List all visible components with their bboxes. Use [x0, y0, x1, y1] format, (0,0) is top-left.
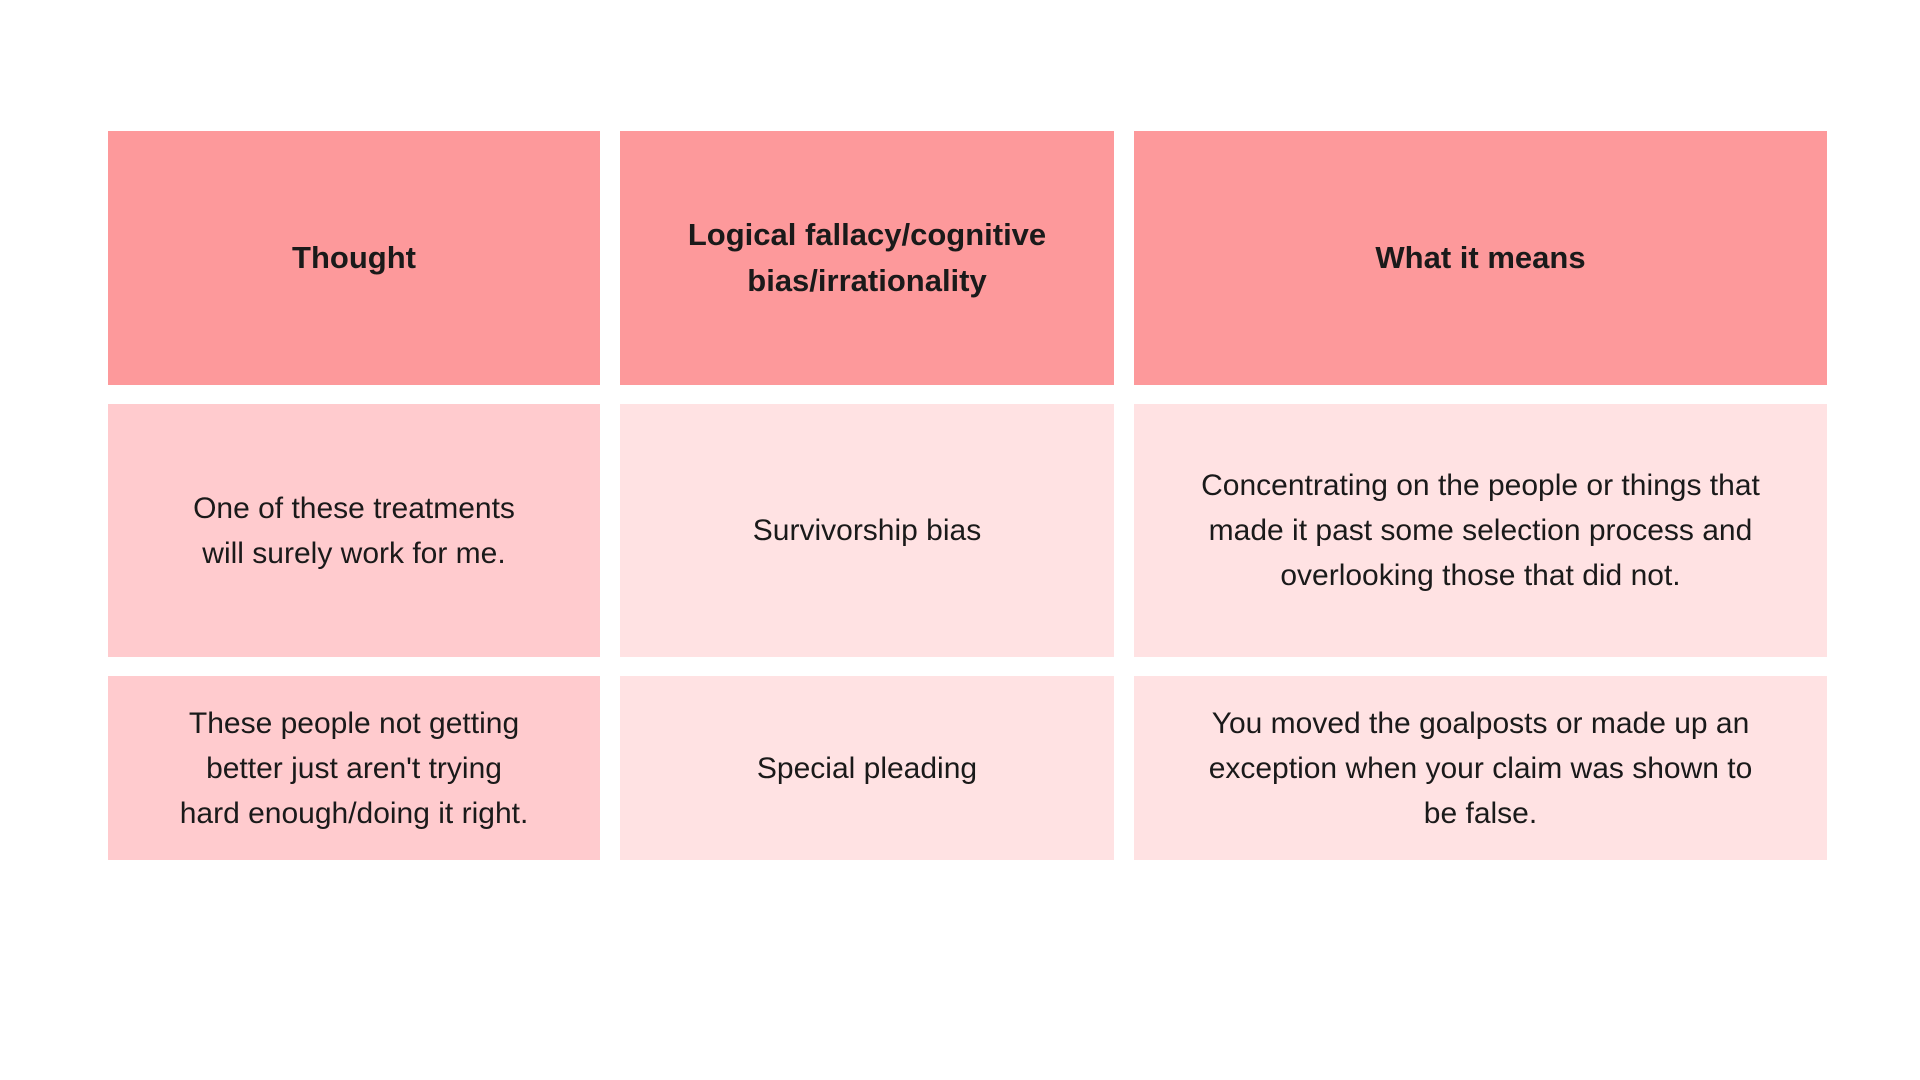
row2-meaning-cell: You moved the goalposts or made up an ex…	[1134, 676, 1827, 860]
row1-thought-text: One of these treatments will surely work…	[193, 491, 515, 570]
row2-fallacy-text: Special pleading	[756, 751, 978, 785]
header-cell-thought: Thought	[108, 131, 600, 385]
fallacy-table: Thought Logical fallacy/cognitive bias/i…	[108, 131, 1827, 860]
row2-thought-cell: These people not getting better just are…	[108, 676, 600, 860]
header-cell-meaning: What it means	[1134, 131, 1827, 385]
row2-fallacy-cell: Special pleading	[620, 676, 1114, 860]
row1-thought-cell: One of these treatments will surely work…	[108, 404, 600, 657]
header-label-meaning: What it means	[1375, 239, 1586, 275]
header-label-fallacy: Logical fallacy/cognitive bias/irrationa…	[687, 216, 1047, 299]
row1-meaning-cell: Concentrating on the people or things th…	[1134, 404, 1827, 657]
row2-meaning-text: You moved the goalposts or made up an ex…	[1208, 706, 1753, 830]
row1-fallacy-text: Survivorship bias	[752, 514, 982, 547]
header-label-thought: Thought	[292, 239, 416, 275]
row1-fallacy-cell: Survivorship bias	[620, 404, 1114, 657]
header-cell-fallacy: Logical fallacy/cognitive bias/irrationa…	[620, 131, 1114, 385]
row2-thought-text: These people not getting better just are…	[179, 706, 529, 830]
row1-meaning-text: Concentrating on the people or things th…	[1201, 469, 1760, 592]
